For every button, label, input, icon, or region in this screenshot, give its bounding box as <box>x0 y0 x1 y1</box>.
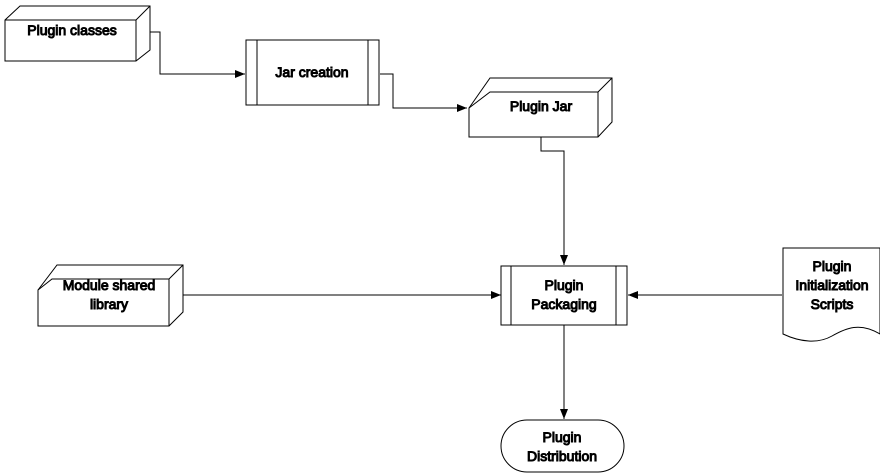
node-jar-creation: Jar creation <box>245 39 380 106</box>
connectors <box>150 31 782 419</box>
node-shape <box>245 39 380 106</box>
node-module-shared-library: Module shared library <box>37 264 184 327</box>
node-label-plugin-distribution-2: Distribution <box>527 448 597 464</box>
node-label-plugin-packaging-2: Packaging <box>531 296 596 312</box>
edge-plugin-classes-to-jar-creation <box>150 31 245 78</box>
edge-plugin-jar-to-plugin-packaging <box>540 137 568 265</box>
node-shape-depth <box>468 91 599 137</box>
node-label-plugin-init-scripts-2: Initialization <box>795 277 868 293</box>
node-label-module-shared-library-1: Module shared <box>63 277 156 293</box>
node-label-plugin-jar: Plugin Jar <box>510 98 573 114</box>
node-plugin-jar: Plugin Jar <box>468 77 613 138</box>
node-shape <box>500 419 625 473</box>
node-label-plugin-classes: Plugin classes <box>27 22 117 38</box>
node-label-jar-creation: Jar creation <box>275 64 348 80</box>
node-plugin-packaging: Plugin Packaging <box>500 265 628 326</box>
node-label-plugin-packaging-1: Plugin <box>545 277 584 293</box>
node-shape <box>500 265 628 326</box>
node-plugin-distribution: Plugin Distribution <box>500 419 625 473</box>
node-shape <box>782 247 880 342</box>
node-shape-edge <box>135 5 151 21</box>
node-plugin-initialization-scripts: Plugin Initialization Scripts <box>782 247 880 342</box>
node-label-plugin-init-scripts-1: Plugin <box>813 258 852 274</box>
node-label-module-shared-library-2: library <box>90 296 128 312</box>
node-shape-edge <box>168 264 184 280</box>
node-label-plugin-distribution-1: Plugin <box>543 429 582 445</box>
node-shape-depth <box>37 278 170 326</box>
node-label-plugin-init-scripts-3: Scripts <box>811 296 854 312</box>
edge-jar-creation-to-plugin-jar <box>380 73 467 112</box>
node-shape-edge <box>597 77 613 93</box>
node-plugin-classes: Plugin classes <box>4 5 151 62</box>
